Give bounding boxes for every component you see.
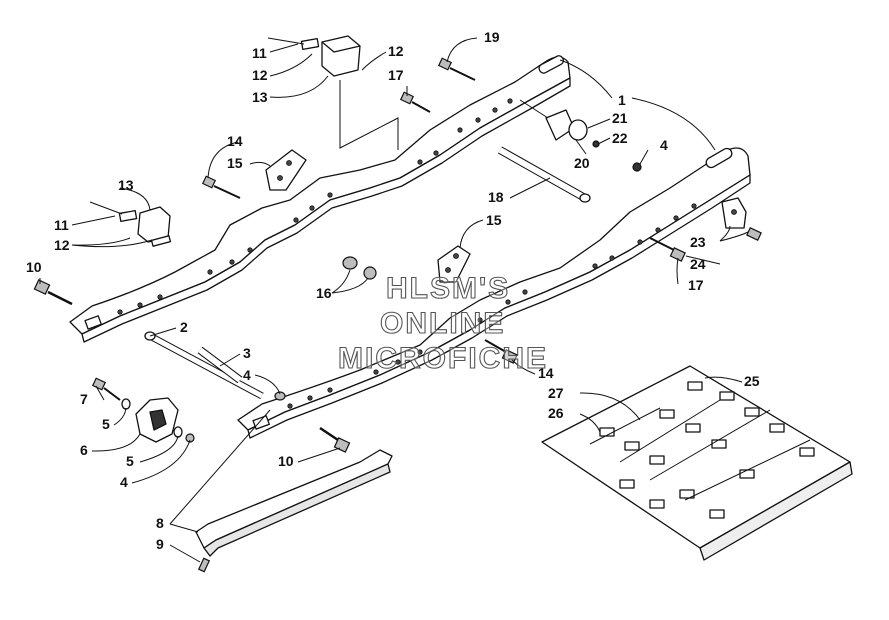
callout-14-top: 14 [227,133,243,149]
bolt-14-bottom [484,339,518,364]
bolt-10-left [33,279,73,306]
watermark-line-3: MICROFICHE [338,342,548,375]
wear-strip-8 [195,449,393,573]
callout-5-lower: 5 [126,453,134,469]
bolt-14-top [201,175,241,199]
callout-17-bottom: 17 [688,277,704,293]
callout-26: 26 [548,405,564,421]
callout-19: 19 [484,29,500,45]
callout-24: 24 [690,256,706,272]
callout-1: 1 [618,92,626,108]
upper-pivot-block [267,35,361,77]
callout-16: 16 [316,285,332,301]
track-25 [541,365,853,561]
callout-9: 9 [156,536,164,552]
rear-bracket-23 [721,197,747,229]
nut-16 [342,256,377,280]
callout-4-top: 4 [660,137,668,153]
callout-21: 21 [612,110,628,126]
bumper-20 [519,99,600,148]
watermark: HLSM'S ONLINE MICROFICHE [337,271,548,375]
callout-14-bottom: 14 [538,365,554,381]
watermark-line-2: ONLINE [380,307,505,340]
right-slide-rail [237,147,751,439]
callout-4-bottom: 4 [120,474,128,490]
cross-shaft-rear [498,146,591,203]
cross-shaft-front [144,331,264,400]
track-lugs [599,381,815,519]
callout-2: 2 [180,319,188,335]
callout-15-top: 15 [227,155,243,171]
callout-8: 8 [156,515,164,531]
callout-17-top: 17 [388,67,404,83]
left-rail-holes [117,98,513,315]
callouts: 1 2 3 4 4 4 5 5 6 7 8 9 10 10 11 11 12 1… [26,29,760,552]
bolt-23 [746,227,762,241]
callout-7: 7 [80,391,88,407]
callout-20: 20 [574,155,590,171]
bolt-19 [437,57,476,81]
cross-shaft-middle [197,346,243,384]
right-rail-holes [287,203,697,409]
callout-25: 25 [744,373,760,389]
callout-15-bottom: 15 [486,212,502,228]
bolt-10-right [319,426,351,453]
callout-4-mid: 4 [243,367,251,383]
nut-4-top [632,162,642,172]
callout-27: 27 [548,385,564,401]
leader-lines [39,37,749,563]
left-pivot-block [89,201,172,247]
callout-22: 22 [612,130,628,146]
callout-10-right: 10 [278,453,294,469]
callout-12-top-left: 12 [252,67,268,83]
stopper-6 [91,377,195,443]
callout-18: 18 [488,189,504,205]
bolt-17-top [399,91,431,113]
callout-5-upper: 5 [102,416,110,432]
callout-13-top: 13 [252,89,268,105]
callout-10-left: 10 [26,259,42,275]
left-slide-rail [69,55,571,343]
track-cleats [589,399,811,501]
callout-12-left: 12 [54,237,70,253]
bolt-24 [649,237,686,262]
watermark-line-1: HLSM'S [386,272,510,305]
center-bracket-15 [265,149,307,191]
callout-11-left: 11 [54,217,69,233]
center-bracket-15b [437,245,471,283]
callout-12-top-right: 12 [388,43,404,59]
nut-4-mid [274,391,286,401]
callout-13-left: 13 [118,177,134,193]
callout-11-top: 11 [252,45,267,61]
callout-6: 6 [80,442,88,458]
callout-23: 23 [690,234,706,250]
callout-3: 3 [243,345,251,361]
